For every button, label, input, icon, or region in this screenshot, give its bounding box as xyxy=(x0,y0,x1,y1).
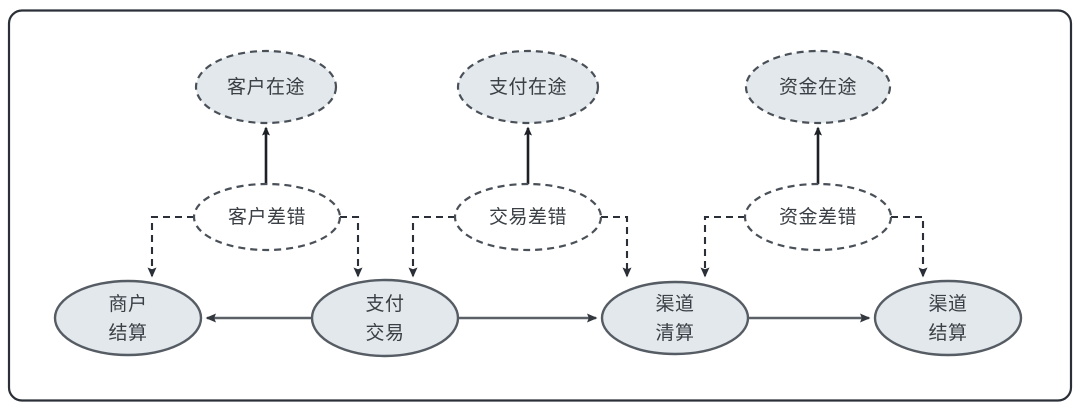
node-customer-error-shape xyxy=(192,182,342,252)
edge-customer-error-to-merchant-settlement xyxy=(147,215,194,278)
node-channel-settlement-shape xyxy=(873,279,1023,357)
node-fund-error-shape xyxy=(743,182,893,252)
edge-fund-error-to-channel-clearing xyxy=(700,215,745,278)
node-channel-clearing-label-line1: 渠道 xyxy=(655,293,694,315)
node-channel-settlement-label-line2: 结算 xyxy=(928,322,967,344)
node-payment-transaction[interactable]: 支付 交易 xyxy=(310,278,460,358)
node-fund-error-label: 资金差错 xyxy=(779,206,857,228)
edge-transaction-error-to-channel-clearing xyxy=(601,215,632,278)
node-transaction-error-shape xyxy=(453,182,603,252)
node-payment-transaction-shape xyxy=(310,278,460,358)
node-merchant-settlement-label-line1: 商户 xyxy=(108,293,147,315)
node-payment-in-transit[interactable]: 支付在途 xyxy=(456,49,600,125)
node-group-in-transit: 客户在途 支付在途 资金在途 xyxy=(194,49,892,125)
node-group-errors: 客户差错 交易差错 资金差错 xyxy=(192,182,893,252)
node-customer-in-transit[interactable]: 客户在途 xyxy=(194,49,338,125)
node-payment-transaction-label-line1: 支付 xyxy=(365,293,404,315)
node-customer-in-transit-label: 客户在途 xyxy=(227,76,305,98)
node-transaction-error[interactable]: 交易差错 xyxy=(453,182,603,252)
node-merchant-settlement-shape xyxy=(53,279,203,357)
node-channel-clearing[interactable]: 渠道 清算 xyxy=(600,280,750,356)
node-customer-error-label: 客户差错 xyxy=(228,206,306,228)
node-channel-settlement[interactable]: 渠道 结算 xyxy=(873,279,1023,357)
node-fund-error[interactable]: 资金差错 xyxy=(743,182,893,252)
node-channel-clearing-label-line2: 清算 xyxy=(655,322,694,344)
node-transaction-error-label: 交易差错 xyxy=(489,206,567,228)
edge-transaction-error-to-payment-transaction xyxy=(408,215,455,278)
node-group-flow: 商户 结算 支付 交易 渠道 清算 渠道 结算 xyxy=(53,278,1023,358)
node-merchant-settlement[interactable]: 商户 结算 xyxy=(53,279,203,357)
edge-customer-error-to-payment-transaction xyxy=(340,215,363,278)
edge-group-error-to-flow xyxy=(147,215,928,278)
node-customer-error[interactable]: 客户差错 xyxy=(192,182,342,252)
node-payment-in-transit-shape xyxy=(456,49,600,125)
edge-group-error-to-in-transit xyxy=(262,126,822,184)
node-fund-in-transit-shape xyxy=(744,49,892,125)
node-payment-in-transit-label: 支付在途 xyxy=(489,76,567,98)
node-customer-in-transit-shape xyxy=(194,49,338,125)
node-fund-in-transit[interactable]: 资金在途 xyxy=(744,49,892,125)
node-channel-settlement-label-line1: 渠道 xyxy=(928,293,967,315)
node-channel-clearing-shape xyxy=(600,280,750,356)
node-payment-transaction-label-line2: 交易 xyxy=(365,322,404,344)
node-merchant-settlement-label-line2: 结算 xyxy=(108,322,147,344)
node-fund-in-transit-label: 资金在途 xyxy=(779,76,857,98)
